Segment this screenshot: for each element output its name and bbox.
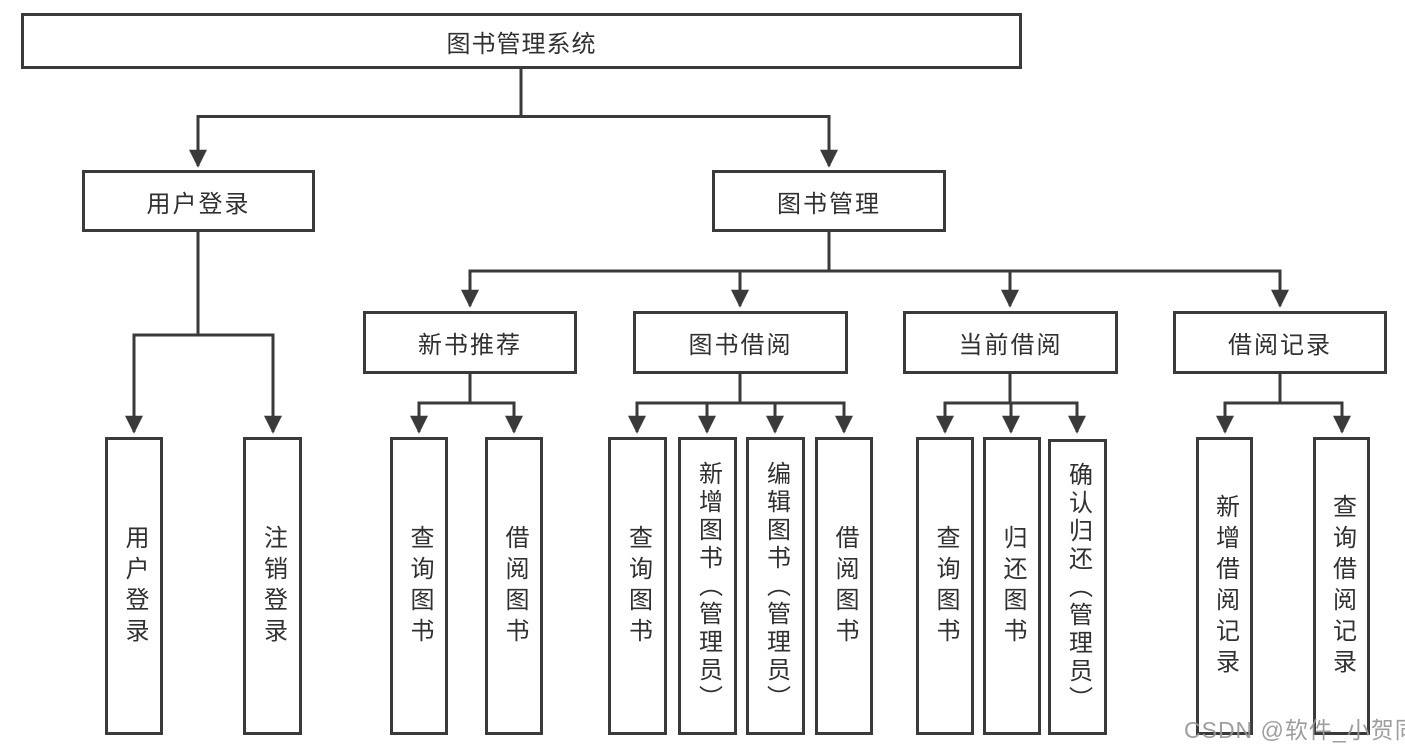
leaf-edit-book-admin: 编辑图书（管理员） xyxy=(746,437,805,735)
node-label: 查询图书 xyxy=(406,525,433,649)
node-label: 借阅图书 xyxy=(501,525,528,649)
leaf-query-books-recommend: 查询图书 xyxy=(390,437,448,735)
leaf-borrow-books-borrowing: 借阅图书 xyxy=(815,437,873,735)
leaf-logout: 注销登录 xyxy=(243,437,302,735)
node-book-management: 图书管理 xyxy=(712,170,946,232)
node-borrowing-records: 借阅记录 xyxy=(1173,311,1387,374)
node-label: 用户登录 xyxy=(146,190,251,218)
node-label: 归还图书 xyxy=(999,525,1026,649)
node-library-management-system: 图书管理系统 xyxy=(21,13,1022,69)
leaf-borrow-books-recommend: 借阅图书 xyxy=(485,437,543,735)
node-new-book-recommend: 新书推荐 xyxy=(363,311,577,374)
node-label: 图书管理 xyxy=(777,190,881,218)
leaf-query-borrow-record: 查询借阅记录 xyxy=(1313,437,1370,735)
node-label: 查询图书 xyxy=(624,525,652,649)
leaf-query-books-current: 查询图书 xyxy=(916,437,974,735)
node-label: 用户登录 xyxy=(121,525,148,649)
node-label: 查询借阅记录 xyxy=(1328,494,1356,680)
leaf-return-books: 归还图书 xyxy=(983,437,1041,735)
node-label: 新书推荐 xyxy=(418,332,522,359)
node-book-borrowing: 图书借阅 xyxy=(633,311,848,374)
leaf-query-books-borrowing: 查询图书 xyxy=(608,437,667,735)
node-current-borrowing: 当前借阅 xyxy=(903,311,1118,374)
node-label: 借阅记录 xyxy=(1228,332,1332,359)
node-label: 图书借阅 xyxy=(688,332,793,359)
node-label: 查询图书 xyxy=(932,525,959,649)
watermark: CSDN @软件_小贺同学 xyxy=(1184,717,1405,743)
node-label: 当前借阅 xyxy=(958,332,1063,359)
leaf-confirm-return-admin: 确认归还（管理员） xyxy=(1048,439,1107,735)
leaf-user-login: 用户登录 xyxy=(105,437,163,735)
node-label: 新增图书（管理员） xyxy=(694,461,722,713)
node-user-login: 用户登录 xyxy=(82,170,315,232)
leaf-add-borrow-record: 新增借阅记录 xyxy=(1196,437,1253,735)
node-label: 编辑图书（管理员） xyxy=(762,461,790,713)
node-label: 确认归还（管理员） xyxy=(1064,462,1092,714)
node-label: 注销登录 xyxy=(259,525,287,649)
node-label: 图书管理系统 xyxy=(446,30,597,58)
leaf-add-book-admin: 新增图书（管理员） xyxy=(678,437,737,735)
node-label: 新增借阅记录 xyxy=(1211,494,1239,680)
node-label: 借阅图书 xyxy=(831,525,858,649)
